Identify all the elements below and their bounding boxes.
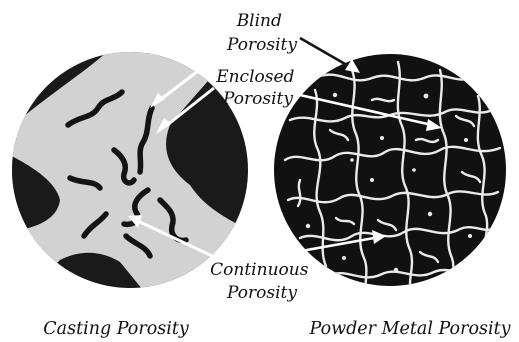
enclosed-porosity-label: Enclosed Porosity	[215, 67, 300, 109]
casting-porosity-caption: Casting Porosity	[43, 319, 190, 339]
powder-metal-porosity-caption: Powder Metal Porosity	[309, 319, 512, 339]
continuous-porosity-label: Continuous Porosity	[210, 260, 314, 303]
blind-porosity-label: Blind Porosity	[226, 11, 297, 55]
